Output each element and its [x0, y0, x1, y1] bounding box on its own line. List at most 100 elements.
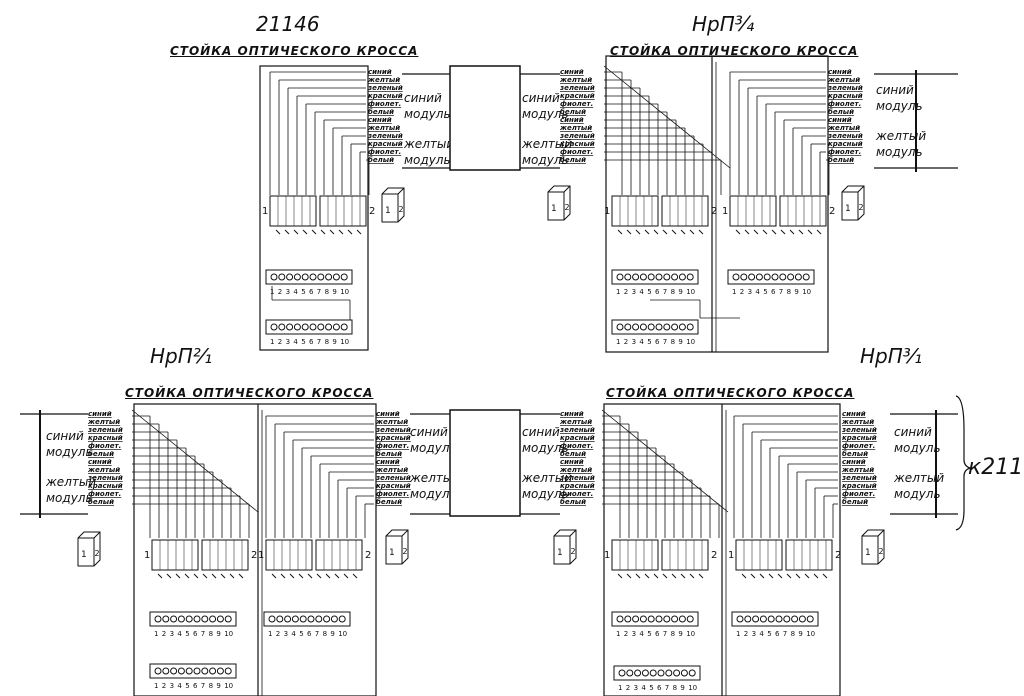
port-number: 6 [655, 630, 660, 638]
port-number: 8 [673, 684, 677, 692]
station-label-top-left: 21146 [256, 12, 320, 36]
box-label-1: 1 [865, 548, 871, 558]
fiber-color-label: желтый [375, 418, 408, 426]
fiber-color-label: фиолет. [368, 148, 401, 156]
fiber-color-label: фиолет. [368, 100, 401, 108]
fiber-color-label: зеленый [367, 132, 403, 140]
module-label-blue-suffix: модуль [410, 441, 457, 455]
module-label-blue: синий [46, 429, 84, 443]
module-label-yellow-suffix: модуль [410, 487, 457, 501]
port-number: 1 [268, 630, 272, 638]
module-label-blue-suffix: модуль [522, 441, 569, 455]
port-number: 2 [626, 684, 630, 692]
module-label-blue-suffix: модуль [404, 107, 451, 121]
port-number: 6 [657, 684, 662, 692]
module-label-blue: синий [522, 91, 560, 105]
module-label-blue: синий [876, 83, 914, 97]
port-number: 2 [740, 288, 744, 296]
port-number: 2 [624, 338, 628, 346]
port-number: 5 [763, 288, 767, 296]
port-number: 4 [641, 684, 646, 692]
fiber-color-label: желтый [559, 418, 592, 426]
port-number: 7 [317, 288, 321, 296]
module-label-blue-suffix: модуль [894, 441, 941, 455]
module-label-yellow-suffix: модуль [404, 153, 451, 167]
port-number: 6 [309, 288, 314, 296]
fiber-color-label: зеленый [375, 426, 411, 434]
port-number: 2 [162, 630, 166, 638]
fiber-color-label: синий [88, 410, 112, 418]
fiber-color-label: фиолет. [88, 490, 121, 498]
fiber-color-label: фиолет. [376, 442, 409, 450]
port-number: 9 [332, 338, 336, 346]
fiber-color-label: зеленый [559, 426, 595, 434]
fiber-color-label: желтый [559, 124, 592, 132]
port-number: 3 [632, 338, 636, 346]
port-number: 4 [177, 630, 182, 638]
panel-label-2: 2 [365, 550, 371, 561]
port-number: 8 [787, 288, 791, 296]
fiber-color-label: желтый [559, 466, 592, 474]
splice-box-top [449, 65, 521, 171]
port-number: 3 [634, 684, 638, 692]
port-number: 4 [759, 630, 764, 638]
rack-title-top-left: СТОЙКА ОПТИЧЕСКОГО КРОССА [170, 44, 419, 58]
port-number: 8 [325, 338, 329, 346]
fiber-color-label: фиолет. [560, 490, 593, 498]
fiber-color-label: белый [560, 450, 586, 458]
port-number: 10 [806, 630, 815, 638]
box-label-2: 2 [879, 547, 884, 556]
fiber-color-label: зеленый [841, 426, 877, 434]
fiber-color-label: синий [842, 458, 866, 466]
fiber-color-label: красный [560, 140, 595, 148]
rack-title-bottom-right: СТОЙКА ОПТИЧЕСКОГО КРОССА [606, 386, 855, 400]
port-number: 5 [647, 630, 651, 638]
fiber-color-label: зеленый [559, 84, 595, 92]
fiber-color-label: фиолет. [88, 442, 121, 450]
fiber-color-label: синий [560, 410, 584, 418]
port-number: 1 [732, 288, 736, 296]
box-label-1: 1 [81, 550, 87, 560]
splice-box-bottom [449, 409, 521, 517]
port-number: 7 [783, 630, 787, 638]
port-number: 3 [286, 338, 290, 346]
fiber-color-label: зеленый [367, 84, 403, 92]
box-label-1: 1 [385, 206, 391, 216]
box-label-2: 2 [399, 205, 404, 214]
port-number: 10 [688, 684, 697, 692]
port-number: 1 [736, 630, 740, 638]
fiber-color-label: желтый [559, 76, 592, 84]
fiber-color-label: синий [376, 410, 400, 418]
port-number: 5 [185, 682, 189, 690]
port-number: 7 [779, 288, 783, 296]
port-number: 6 [775, 630, 780, 638]
fiber-color-label: фиолет. [828, 148, 861, 156]
fiber-color-label: белый [88, 450, 114, 458]
port-number: 3 [170, 630, 174, 638]
panel-label-1: 1 [604, 550, 610, 561]
fiber-color-label: желтый [827, 124, 860, 132]
module-label-yellow-suffix: модуль [876, 145, 923, 159]
fiber-color-label: фиолет. [560, 100, 593, 108]
fiber-color-label: белый [828, 108, 854, 116]
module-label-yellow: желтый [403, 137, 454, 151]
fiber-color-label: красный [828, 140, 863, 148]
box-label-1: 1 [389, 548, 395, 558]
port-number: 1 [270, 338, 274, 346]
port-number: 10 [224, 630, 233, 638]
fiber-color-label: зеленый [841, 474, 877, 482]
